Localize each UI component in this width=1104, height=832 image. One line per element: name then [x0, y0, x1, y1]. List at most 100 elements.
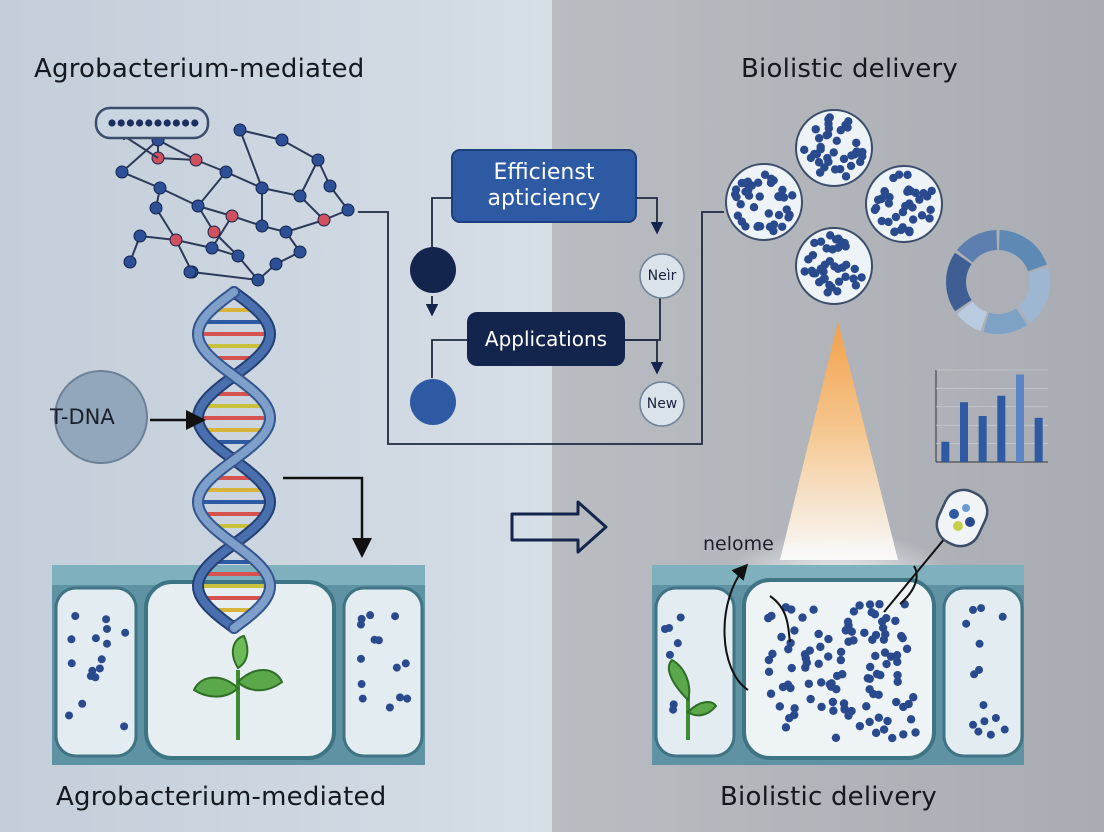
cell-dot — [892, 697, 901, 707]
particle-dot — [927, 186, 936, 196]
particle-dot — [778, 185, 787, 195]
cell-dot — [877, 617, 887, 626]
cell-dot — [874, 713, 884, 722]
chip-dot — [182, 119, 190, 127]
cell-dot — [121, 628, 130, 637]
cell-dot — [977, 604, 986, 613]
tdna-label: T-DNA — [50, 405, 115, 429]
cell-dot — [892, 651, 902, 660]
particle-dot — [831, 235, 841, 244]
cell-dot — [893, 677, 902, 686]
particle-dot — [777, 222, 787, 231]
network-node-blue — [269, 257, 283, 271]
cell-dot — [396, 693, 405, 702]
network-bond — [285, 219, 325, 233]
cell-dot — [665, 623, 674, 632]
particle-dot — [775, 192, 784, 202]
cell-dot — [870, 610, 880, 619]
cell-dot — [831, 733, 841, 742]
network-bond — [197, 171, 227, 207]
cell-dot — [809, 605, 818, 614]
particle-dot — [810, 149, 819, 159]
cell-dot — [97, 655, 106, 664]
network-node-red — [317, 213, 331, 227]
particle-dot — [760, 170, 770, 179]
cell-dot — [764, 613, 773, 623]
efficient-label: Efficienst apticiency — [487, 160, 601, 211]
particle-dot — [816, 237, 826, 246]
particle-dot — [800, 267, 809, 276]
cell-dot — [781, 723, 791, 732]
particle-dot — [830, 165, 840, 174]
cell-dot — [790, 710, 799, 720]
network-bond — [159, 187, 199, 207]
cell-dot — [840, 705, 849, 714]
network-node-red — [189, 153, 203, 167]
cell-dot — [865, 600, 875, 609]
particle-dot — [749, 202, 759, 212]
cell-dot — [906, 715, 916, 724]
center-flow — [358, 197, 724, 445]
particle-dot — [851, 281, 861, 290]
cell-dot — [824, 634, 833, 644]
particle-dot — [915, 195, 924, 204]
cell-dot — [784, 644, 793, 654]
network-node-blue — [233, 123, 247, 137]
cell-dot — [998, 612, 1007, 621]
particle-dot — [764, 209, 774, 218]
particle-dot — [826, 231, 835, 240]
cell-dot — [801, 654, 811, 663]
cell-dot — [880, 648, 890, 657]
title-left-bottom: Agrobacterium-mediated — [56, 782, 387, 812]
cell-dot — [777, 632, 786, 642]
donut-slice — [1017, 267, 1050, 324]
particle-dot — [733, 211, 743, 220]
particle-dot — [884, 199, 894, 208]
network-bond — [121, 171, 161, 189]
cell-dot — [883, 716, 892, 726]
title-left-top: Agrobacterium-mediated — [34, 54, 365, 84]
particle-dot — [871, 203, 881, 213]
particle-dot — [838, 263, 847, 272]
particle-dot — [788, 191, 797, 200]
dna-strand-inner — [193, 288, 275, 632]
network-bond — [281, 139, 319, 161]
cell-dot — [844, 637, 853, 646]
cell-dot — [65, 711, 74, 720]
bar-mark — [1034, 417, 1043, 462]
cell-dot — [836, 655, 846, 665]
cell-dot — [787, 663, 796, 673]
neir-label: Neìr — [647, 268, 677, 284]
bar-mark — [997, 395, 1006, 462]
bar-mark — [941, 441, 950, 462]
particle-dot — [822, 131, 831, 140]
title-right-bottom: Biolistic delivery — [720, 782, 937, 812]
cell-dot — [847, 706, 856, 716]
cell-dot — [876, 670, 885, 680]
chip-dot — [136, 119, 144, 127]
cell-dot — [385, 703, 394, 712]
cell-dot — [798, 613, 807, 622]
right-cell-row — [652, 565, 1024, 765]
left-cell-3 — [342, 586, 424, 758]
network-node-blue — [231, 249, 245, 263]
cell-dot — [868, 635, 877, 644]
cell-dot — [865, 662, 875, 672]
particle-dot — [903, 187, 912, 196]
nelome-arrow-up — [723, 563, 749, 691]
cell-dot — [871, 651, 880, 661]
cell-dot — [102, 639, 111, 648]
particle-dot — [753, 178, 763, 187]
network-node-blue — [183, 265, 197, 279]
particle-dot — [908, 203, 917, 212]
chip-dot — [172, 119, 180, 127]
cell-dot — [816, 642, 825, 652]
cell-dot — [817, 702, 826, 712]
gold-particles — [725, 109, 943, 305]
cell-dot — [103, 624, 112, 633]
cell-dot — [828, 697, 838, 707]
cell-dot — [78, 699, 87, 708]
node-new — [639, 381, 685, 427]
particle-dot — [811, 125, 820, 134]
cell-dot — [814, 629, 823, 639]
